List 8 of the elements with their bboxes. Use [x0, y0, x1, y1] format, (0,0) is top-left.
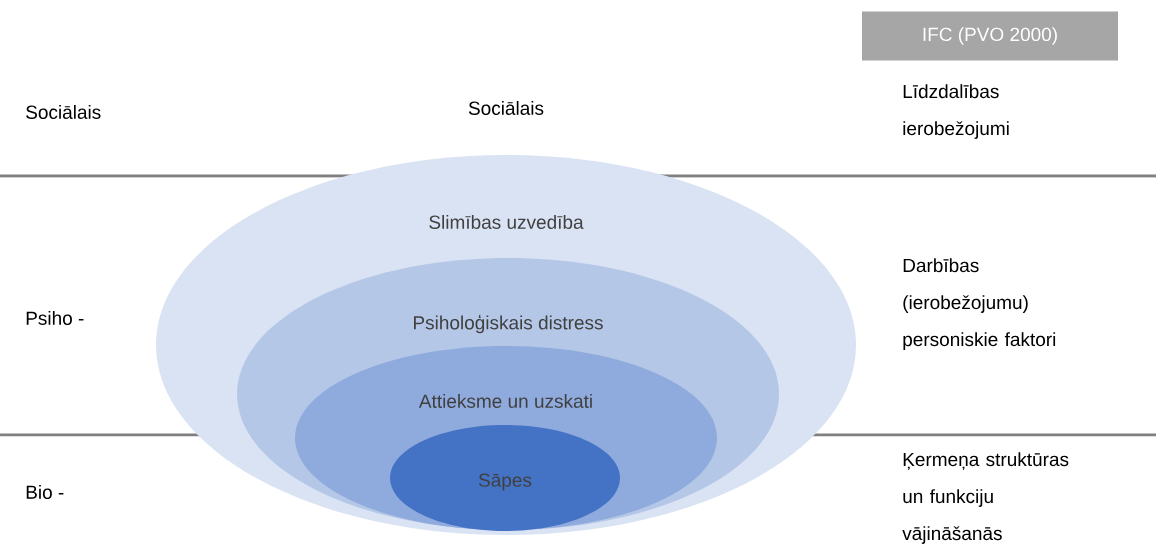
row-label: Ķermeņa struktūras un funkciju vājināšanās: [902, 452, 1069, 544]
header-box: IFC (PVO 2000): [862, 11, 1118, 61]
row-label: Bio -: [26, 485, 64, 499]
row-label: Darbības (ierobežojumu) personiskie faktori: [903, 258, 1056, 350]
row-label: Līdzdalības ierobežojumi: [903, 84, 1009, 139]
row-label: Sociālais: [468, 101, 544, 115]
row-label: Sociālais: [26, 105, 101, 119]
row-label: Psiho -: [26, 311, 84, 325]
